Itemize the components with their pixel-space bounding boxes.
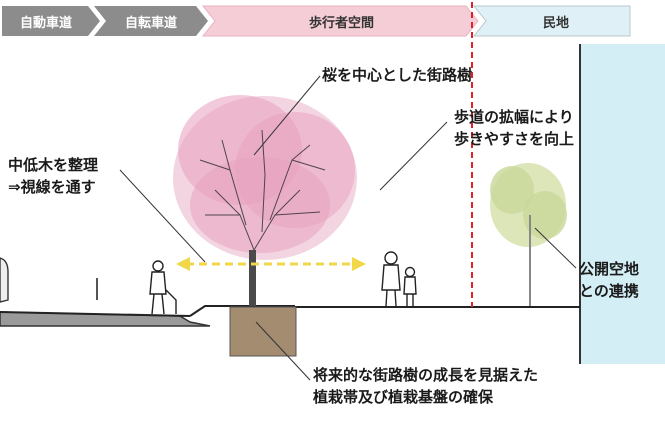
planting-base-line-2: 植栽帯及び植栽基盤の確保 [313, 388, 494, 406]
car-edge [0, 257, 9, 303]
private-tree [490, 163, 567, 306]
public-space-line-1: 公開空地 [579, 260, 640, 278]
planting-base-label: 将来的な街路樹の成長を見据えた 植栽帯及び植栽基盤の確保 [313, 364, 538, 408]
shrub-line-1: 中低木を整理 [8, 156, 99, 174]
pedestrian-child-figure [403, 266, 417, 306]
sakura-tree [173, 95, 357, 306]
sightline-arrow [176, 257, 366, 271]
bike-lane-tab-shape [94, 6, 208, 36]
planting-base-soil [229, 306, 297, 357]
sidewalk-widening-label: 歩道の拡幅により 歩きやすさを向上 [454, 106, 574, 150]
leader-lines [119, 75, 577, 381]
private-tab-shape [472, 5, 631, 37]
car-lane-tab-shape [2, 6, 100, 36]
tab-pedestrian-space: 歩行者空間 [308, 15, 374, 31]
sidewalk-widening-line-1: 歩道の拡幅により [454, 108, 574, 126]
shrub-label: 中低木を整理 ⇒視線を通す [8, 154, 98, 198]
sakura-tree-label: 桜を中心とした街路樹 [322, 66, 473, 84]
pedestrian-adult-figure [381, 251, 401, 307]
tab-car-lane: 自動車道 [19, 15, 72, 31]
roadway-surface [0, 311, 191, 317]
cyclist-figure [149, 260, 177, 315]
public-space-label: 公開空地 との連携 [579, 258, 639, 302]
shrub-line-2: ⇒視線を通す [8, 178, 96, 196]
sidewalk-widening-line-2: 歩きやすさを向上 [454, 130, 575, 148]
curb [189, 305, 295, 317]
planting-base-line-1: 将来的な街路樹の成長を見据えた [313, 366, 539, 384]
public-space-line-2: との連携 [579, 282, 639, 300]
pedestrian-tab-shape [201, 5, 479, 37]
tab-bike-lane: 自転車道 [124, 15, 177, 31]
building [580, 44, 665, 364]
tab-private-land: 民地 [542, 15, 569, 31]
